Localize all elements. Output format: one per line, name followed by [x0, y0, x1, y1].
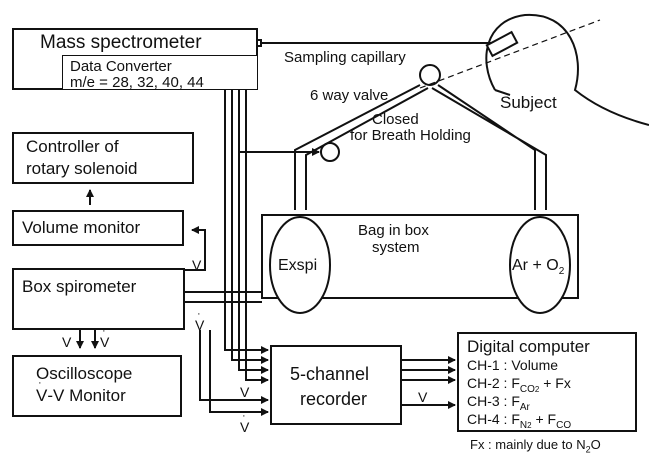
six-way-valve-body — [419, 64, 441, 86]
exspi-bag — [269, 216, 331, 314]
v-label-top: V — [192, 257, 202, 273]
box-spirometer-label: Box spirometer — [22, 277, 137, 296]
oscilloscope-label-1: Oscilloscope — [36, 364, 133, 383]
ch3-label: CH-3 : FAr — [467, 393, 530, 413]
v-label-recorder-out: V — [418, 389, 428, 405]
v-label-recorder-in: V — [240, 384, 250, 400]
subject-label: Subject — [500, 93, 557, 112]
controller-label-2: rotary solenoid — [26, 159, 138, 178]
mouthpiece — [485, 30, 519, 58]
exspi-pipe — [294, 84, 429, 210]
bag-in-box-label-1: Bag in box — [358, 222, 429, 239]
sampling-capillary-label: Sampling capillary — [284, 49, 406, 66]
data-converter-box — [62, 55, 258, 90]
bag-in-box — [261, 214, 579, 299]
ch1-label: CH-1 : Volume — [467, 357, 559, 373]
digital-computer-label: Digital computer — [467, 337, 590, 356]
ch4-label: CH-4 : FN2 + FCO — [467, 411, 572, 431]
bag-in-box-label-2: system — [372, 239, 420, 256]
six-way-valve-label: 6 way valve — [310, 87, 389, 104]
aro2-bag — [509, 216, 571, 314]
osc-vdot-right: · V — [100, 325, 110, 350]
aro2-pipe — [431, 84, 547, 210]
mass-spectrometer-label: Mass spectrometer — [40, 32, 202, 53]
oscilloscope-label-2: ·V-V Monitor — [36, 377, 126, 405]
digital-computer-box — [457, 332, 637, 432]
exspi-label: Exspi — [278, 257, 318, 274]
volume-monitor-box — [12, 210, 184, 246]
recorder-label-1: 5-channel — [290, 364, 370, 384]
ch2-label: CH-2 : FCO2 + Fx — [467, 375, 571, 395]
osc-v-left: V — [62, 334, 72, 350]
recorder-box — [270, 345, 402, 425]
box-spirometer-box — [12, 268, 185, 330]
oscilloscope-box — [12, 355, 182, 417]
rotary-solenoid-icon — [320, 142, 340, 162]
recorder-label-2: recorder — [300, 389, 368, 409]
controller-box — [12, 132, 194, 184]
controller-label-1: Controller of — [26, 137, 119, 156]
aro2-label: Ar + O2 — [512, 257, 565, 278]
vdot-label: · V — [195, 308, 205, 333]
fx-note: Fx : mainly due to N2O — [470, 437, 601, 455]
breath-holding-label: for Breath Holding — [350, 127, 471, 144]
closed-label: Closed — [372, 111, 419, 128]
vdot-label-recorder-in: · V — [240, 410, 250, 435]
volume-monitor-label: Volume monitor — [22, 218, 141, 237]
me-label: m/e = 28, 32, 40, 44 — [70, 74, 204, 91]
data-converter-label: Data Converter — [70, 58, 172, 75]
